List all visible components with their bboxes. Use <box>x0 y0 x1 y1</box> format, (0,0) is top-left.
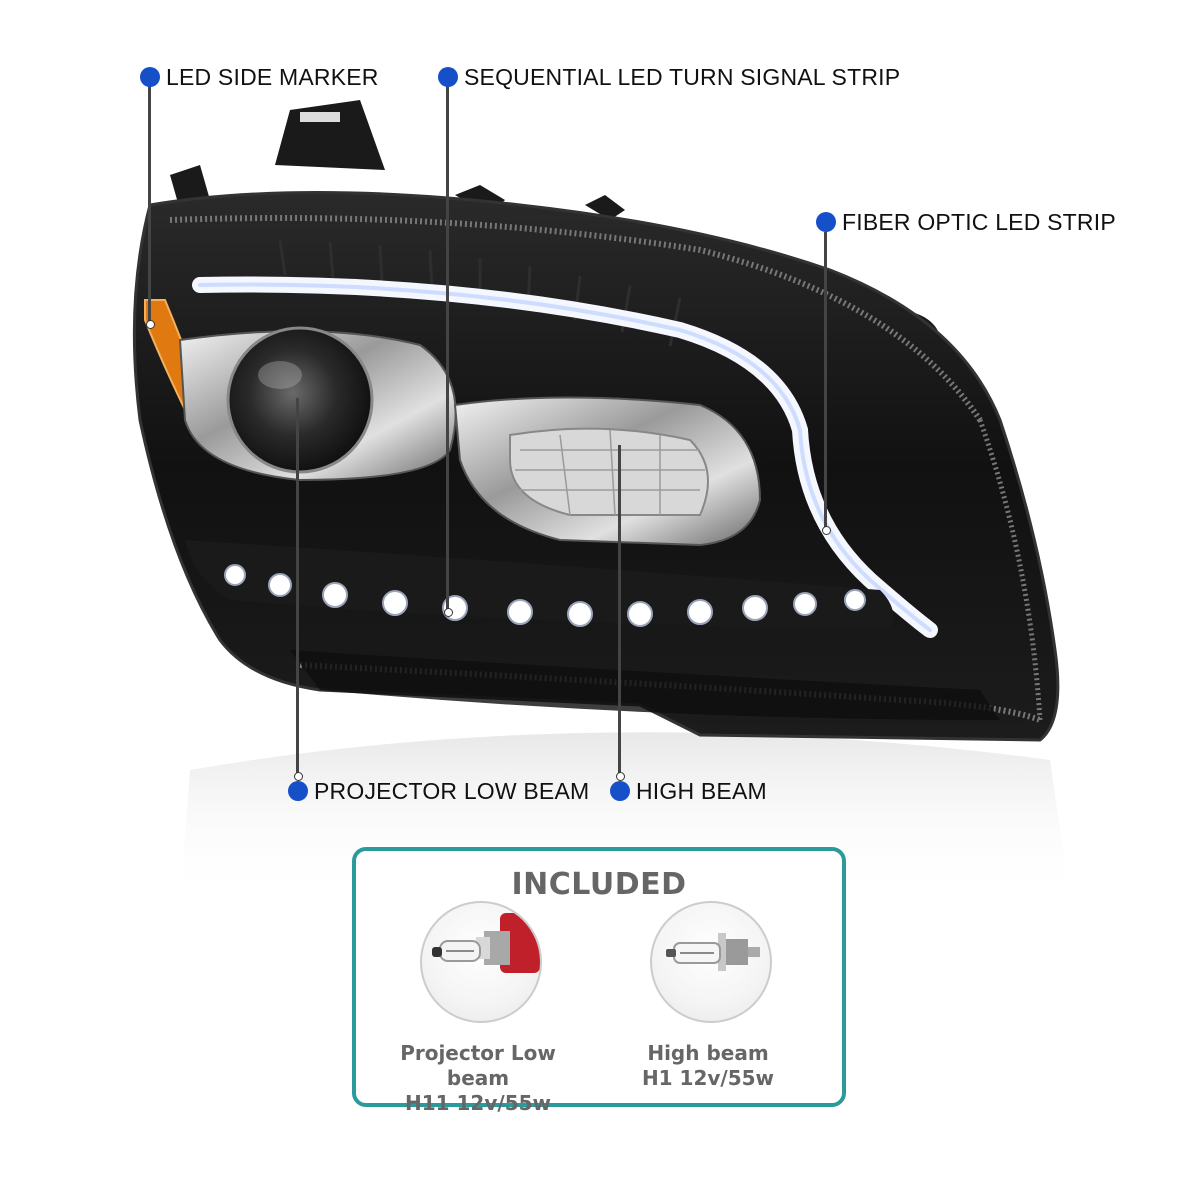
bulb-spec: H1 12v/55w <box>641 1066 775 1090</box>
h1-bulb-icon <box>650 901 772 1023</box>
bulb-spec: H11 12v/55w <box>404 1091 551 1115</box>
included-title: INCLUDED <box>511 867 687 902</box>
callout-label: HIGH BEAM <box>636 777 767 804</box>
included-item-high-beam: High beam H1 12v/55w <box>608 901 808 1091</box>
callout-label: PROJECTOR LOW BEAM <box>314 777 590 804</box>
callout-sequential-turn-signal: SEQUENTIAL LED TURN SIGNAL STRIP <box>438 62 900 92</box>
leader-turn-signal <box>444 86 453 617</box>
bullet-dot-icon <box>816 212 836 232</box>
included-item-low-beam: Projector Low beam H11 12v/55w <box>378 901 578 1115</box>
callout-high-beam: HIGH BEAM <box>610 776 767 806</box>
bullet-dot-icon <box>140 67 160 87</box>
callout-label: LED SIDE MARKER <box>166 63 379 90</box>
callout-label: FIBER OPTIC LED STRIP <box>842 208 1116 235</box>
bullet-dot-icon <box>288 781 308 801</box>
h11-bulb-icon <box>420 901 542 1023</box>
bullet-dot-icon <box>610 781 630 801</box>
bulb-name: Projector Low beam <box>400 1041 556 1090</box>
bullet-dot-icon <box>438 67 458 87</box>
bulb-name: High beam <box>647 1041 769 1065</box>
bulb-caption: High beam H1 12v/55w <box>608 1041 808 1091</box>
projector-lens <box>226 326 374 474</box>
callout-label: SEQUENTIAL LED TURN SIGNAL STRIP <box>464 63 901 90</box>
leader-high-beam <box>616 445 625 781</box>
included-box: INCLUDED Projector Low beam H11 12v/55w <box>352 847 846 1115</box>
leader-fiber-optic <box>822 232 831 535</box>
callout-fiber-optic-strip: FIBER OPTIC LED STRIP <box>816 207 1116 237</box>
leader-led-side-marker <box>146 86 155 329</box>
turn-signal-bar <box>185 540 894 630</box>
callout-projector-low-beam: PROJECTOR LOW BEAM <box>288 776 589 806</box>
mounting-tab <box>275 100 385 170</box>
bulb-caption: Projector Low beam H11 12v/55w <box>378 1041 578 1116</box>
leader-projector-low-beam <box>294 398 303 781</box>
callout-led-side-marker: LED SIDE MARKER <box>140 62 379 92</box>
